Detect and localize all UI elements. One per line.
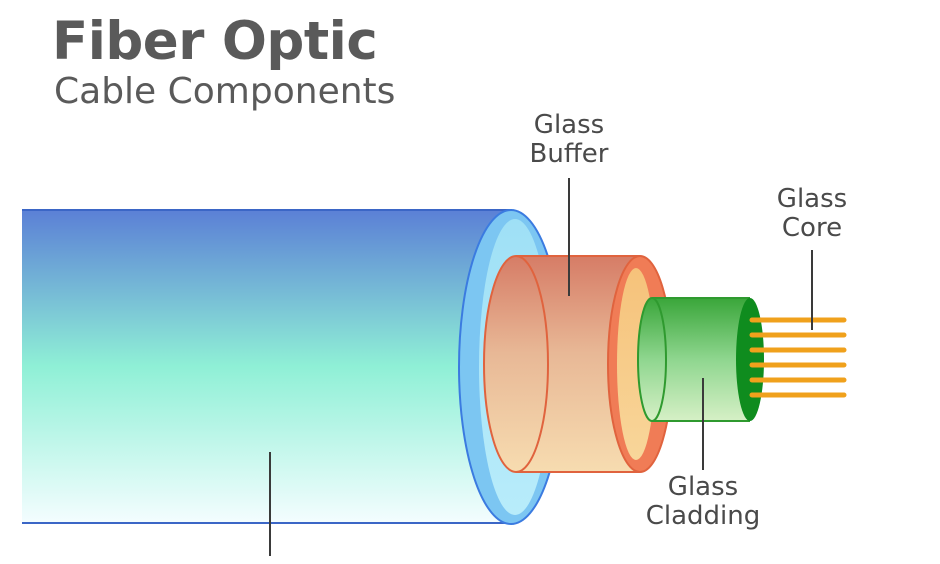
outer-jacket — [22, 209, 564, 525]
glass-buffer-label-line2: Buffer — [529, 139, 609, 169]
glass-core-strands — [749, 317, 847, 398]
glass-cladding-end-face — [736, 298, 764, 421]
glass-cladding-label-line2: Cladding — [645, 501, 761, 531]
glass-cladding-label-line1: Glass — [667, 472, 739, 502]
glass-core-label-line2: Core — [781, 213, 843, 243]
leader-lines — [269, 178, 813, 556]
glass-buffer-label: Glass Buffer — [513, 111, 625, 169]
glass-core-label-line1: Glass — [776, 184, 848, 214]
glass-cladding-label: Glass Cladding — [630, 473, 776, 531]
diagram-title: Fiber Optic — [52, 11, 378, 72]
glass-cladding — [637, 297, 764, 422]
diagram-subtitle: Cable Components — [54, 71, 396, 112]
glass-buffer-label-line1: Glass — [533, 110, 605, 140]
glass-core-label: Glass Core — [756, 185, 868, 243]
